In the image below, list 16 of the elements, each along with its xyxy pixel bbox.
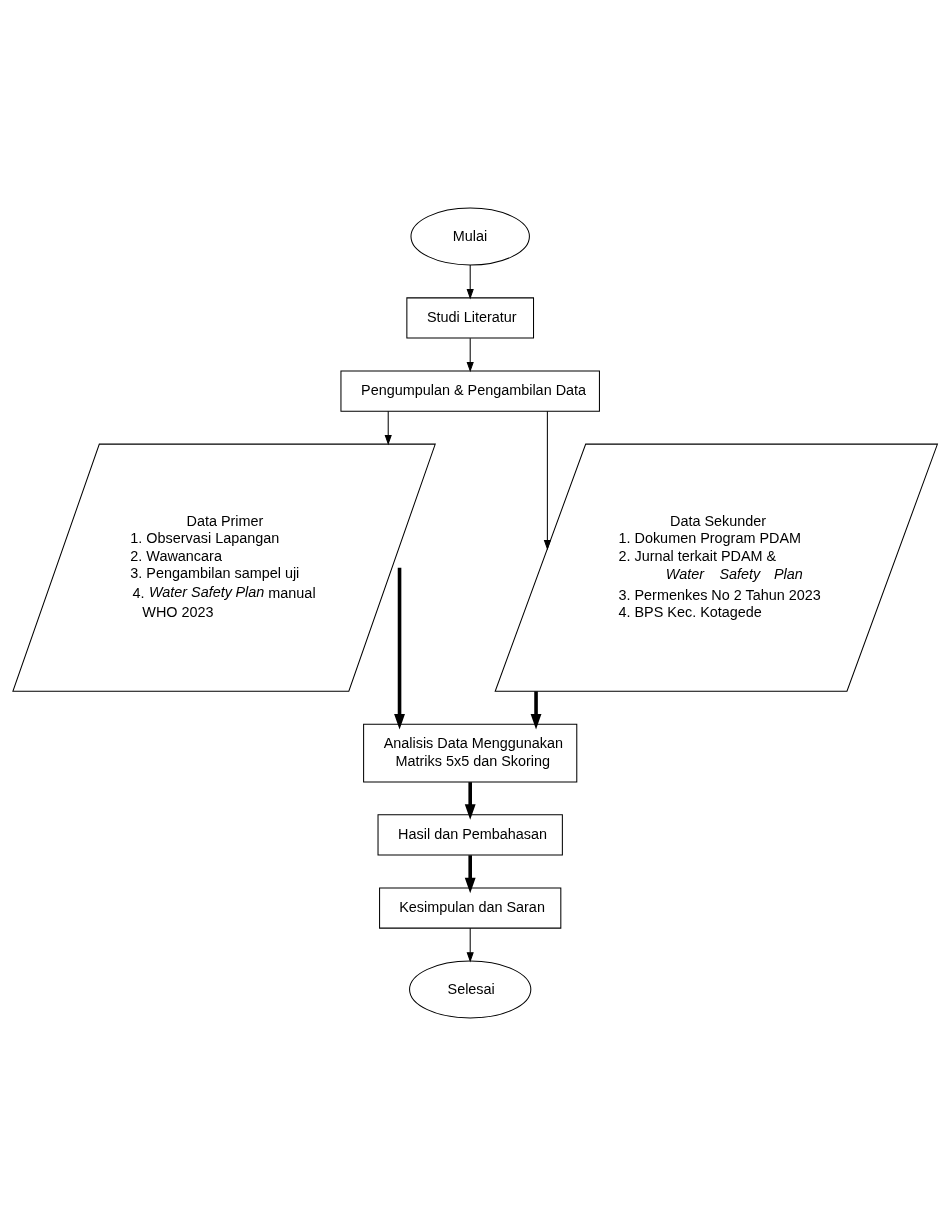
arrow bbox=[466, 337, 474, 373]
arrow bbox=[464, 782, 476, 820]
arrow bbox=[466, 264, 474, 300]
arrow bbox=[464, 855, 476, 894]
arrow bbox=[394, 567, 405, 730]
node-box: Pengumpulan & Pengambilan Data bbox=[340, 370, 600, 412]
node-ellipse: Mulai bbox=[410, 207, 530, 266]
node-box: Studi Literatur bbox=[406, 297, 535, 339]
arrow bbox=[466, 927, 474, 963]
node-box: Kesimpulan dan Saran bbox=[379, 887, 562, 929]
node-box: Analisis Data Menggunakan Matriks 5x5 dan Skoring bbox=[363, 723, 578, 783]
arrow bbox=[543, 410, 551, 551]
arrow bbox=[530, 691, 542, 730]
node-ellipse: Selesai bbox=[409, 960, 532, 1019]
arrow bbox=[384, 410, 392, 446]
node-box: Hasil dan Pembahasan bbox=[377, 814, 563, 856]
